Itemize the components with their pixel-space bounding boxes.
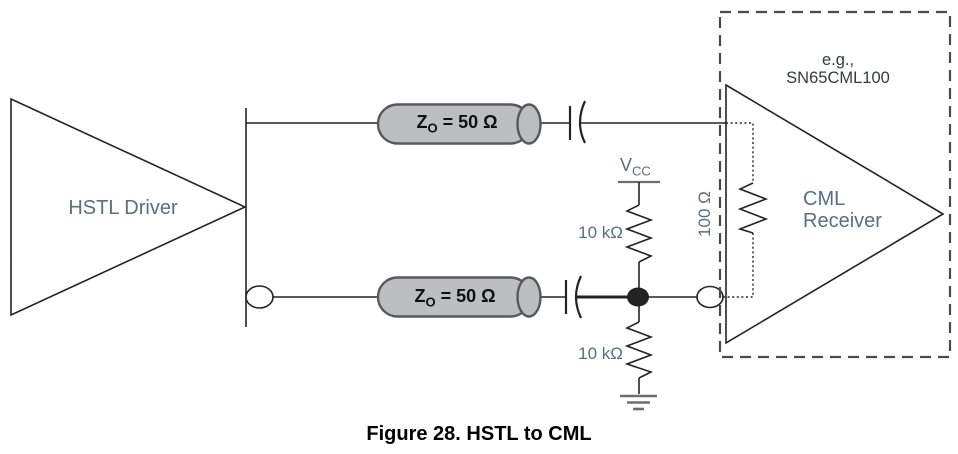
tline-bottom-label: ZO = 50 Ω [414,286,496,310]
junction-node [627,287,649,307]
hstl-driver-triangle [10,97,247,317]
pulldown-resistor-label: 10 kΩ [578,344,623,363]
transmission-line-top [376,103,542,145]
tline-top-label: ZO = 50 Ω [416,112,498,136]
vcc-label: VCC [620,155,651,179]
receiver-label-line1: CML [803,188,846,210]
coupling-capacitor-top-icon [568,100,587,144]
termination-resistor [723,122,769,298]
ic-boundary-box [718,10,952,359]
ground-icon [620,394,657,411]
vcc-rail [618,180,660,205]
receiver-label-line2: Receiver [803,210,882,232]
transmission-line-bottom [376,276,542,318]
cml-receiver-triangle [725,83,945,345]
inverting-output-bubble [245,285,274,309]
receiver-part-note: e.g., SN65CML100 [748,51,928,87]
termination-resistor-label: 100 Ω [695,191,714,237]
receiver-note-line2: SN65CML100 [786,69,890,87]
pullup-resistor-label: 10 kΩ [578,223,623,242]
receiver-note-line1: e.g., [821,51,855,69]
cml-receiver-label: CML Receiver [803,188,882,232]
pulldown-resistor [624,304,654,394]
figure-caption: Figure 28. HSTL to CML [366,423,592,445]
pullup-resistor [624,204,654,290]
hstl-driver-label: HSTL Driver [68,197,178,219]
coupling-capacitor-bottom-icon [564,275,582,319]
